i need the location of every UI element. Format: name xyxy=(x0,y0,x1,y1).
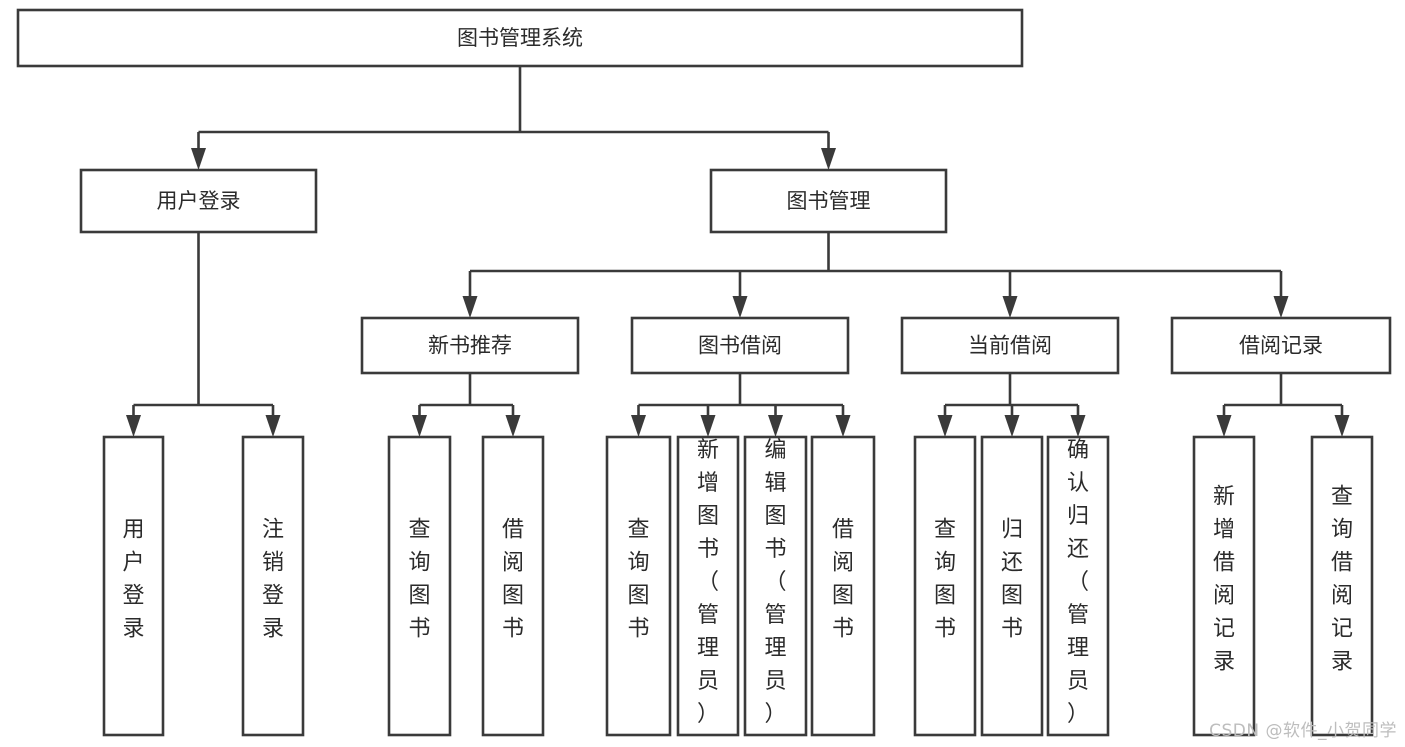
current_borrow-to-leaves-arrow-0 xyxy=(937,415,953,437)
userlogin-to-leaves-arrow-1 xyxy=(265,415,281,437)
leaf-box-book_borrow-3[interactable] xyxy=(810,435,876,737)
leaf-box-current_borrow-1[interactable] xyxy=(980,435,1044,737)
leaf-label-borrow_record-1: 查询借阅记录 xyxy=(1331,485,1353,675)
new_book_recommend-to-leaves-arrow-0 xyxy=(412,415,427,437)
leaf-box-user_login-0[interactable] xyxy=(102,435,165,737)
root-to-level2-arrow-1 xyxy=(821,148,836,170)
book_borrow-to-leaves-arrow-2 xyxy=(768,415,783,437)
node-current-borrow[interactable] xyxy=(900,316,1120,375)
leaf-box-current_borrow-0[interactable] xyxy=(913,435,977,737)
bookmanage-to-level3-arrow-1 xyxy=(732,296,748,318)
new_book_recommend-to-leaves-arrow-1 xyxy=(505,415,521,437)
leaf-label-new_book_recommend-1: 借阅图书 xyxy=(502,518,524,642)
leaf-box-user_login-1[interactable] xyxy=(241,435,305,737)
root-to-level2-arrow-0 xyxy=(191,148,206,170)
leaf-box-book_borrow-1[interactable] xyxy=(676,435,740,737)
leaf-label-book_borrow-3: 借阅图书 xyxy=(832,518,854,642)
current_borrow-to-leaves-arrow-1 xyxy=(1004,415,1020,437)
borrow_record-to-leaves-arrow-1 xyxy=(1334,415,1350,437)
leaf-box-borrow_record-1[interactable] xyxy=(1310,435,1374,737)
leaf-box-new_book_recommend-1[interactable] xyxy=(481,435,545,737)
userlogin-to-leaves-arrow-0 xyxy=(126,415,141,437)
leaf-label-user_login-1: 注销登录 xyxy=(262,518,284,642)
node-borrow-record-label: 借阅记录 xyxy=(1239,334,1323,358)
node-new-book-recommend[interactable] xyxy=(360,316,580,375)
node-user-login-label: 用户登录 xyxy=(157,189,241,213)
leaf-label-book_borrow-2: 编辑图书（管理员） xyxy=(764,438,786,727)
leaf-label-current_borrow-2: 确认归还（管理员） xyxy=(1067,438,1089,727)
book_borrow-to-leaves-arrow-3 xyxy=(835,415,851,437)
book_borrow-to-leaves-arrow-0 xyxy=(631,415,646,437)
leaf-label-book_borrow-0: 查询图书 xyxy=(627,518,649,642)
leaf-box-new_book_recommend-0[interactable] xyxy=(387,435,452,737)
node-current-borrow-label: 当前借阅 xyxy=(968,334,1052,358)
leaf-label-book_borrow-1: 新增图书（管理员） xyxy=(697,438,719,727)
borrow_record-to-leaves-arrow-0 xyxy=(1216,415,1232,437)
node-book-borrow-label: 图书借阅 xyxy=(698,334,782,358)
current_borrow-to-leaves-arrow-2 xyxy=(1070,415,1086,437)
leaf-box-borrow_record-0[interactable] xyxy=(1192,435,1256,737)
bookmanage-to-level3-arrow-2 xyxy=(1002,296,1018,318)
node-borrow-record[interactable] xyxy=(1170,316,1392,375)
node-book-manage-label: 图书管理 xyxy=(787,189,871,213)
leaf-label-new_book_recommend-0: 查询图书 xyxy=(408,518,430,642)
leaf-label-current_borrow-1: 归还图书 xyxy=(1001,518,1023,642)
leaf-label-user_login-0: 用户登录 xyxy=(122,518,144,642)
leaf-label-borrow_record-0: 新增借阅记录 xyxy=(1213,485,1235,675)
connector-layer xyxy=(126,66,1350,437)
node-user-login[interactable] xyxy=(79,168,318,234)
node-book-manage[interactable] xyxy=(709,168,948,234)
watermark-text: CSDN @软件_小贺同学 xyxy=(1209,721,1397,741)
node-new-book-recommend-label: 新书推荐 xyxy=(428,334,512,358)
node-book-borrow[interactable] xyxy=(630,316,850,375)
leaf-label-current_borrow-0: 查询图书 xyxy=(934,518,956,642)
node-root[interactable] xyxy=(16,8,1024,68)
bookmanage-to-level3-arrow-3 xyxy=(1273,296,1289,318)
node-root-label: 图书管理系统 xyxy=(457,26,583,50)
leaf-box-book_borrow-0[interactable] xyxy=(605,435,672,737)
bookmanage-to-level3-arrow-0 xyxy=(462,296,478,318)
book_borrow-to-leaves-arrow-1 xyxy=(700,415,716,437)
leaf-box-book_borrow-2[interactable] xyxy=(743,435,808,737)
node-layer: 图书管理系统用户登录图书管理新书推荐图书借阅当前借阅借阅记录用户登录注销登录查询… xyxy=(16,8,1392,737)
leaf-box-current_borrow-2[interactable] xyxy=(1046,435,1110,737)
